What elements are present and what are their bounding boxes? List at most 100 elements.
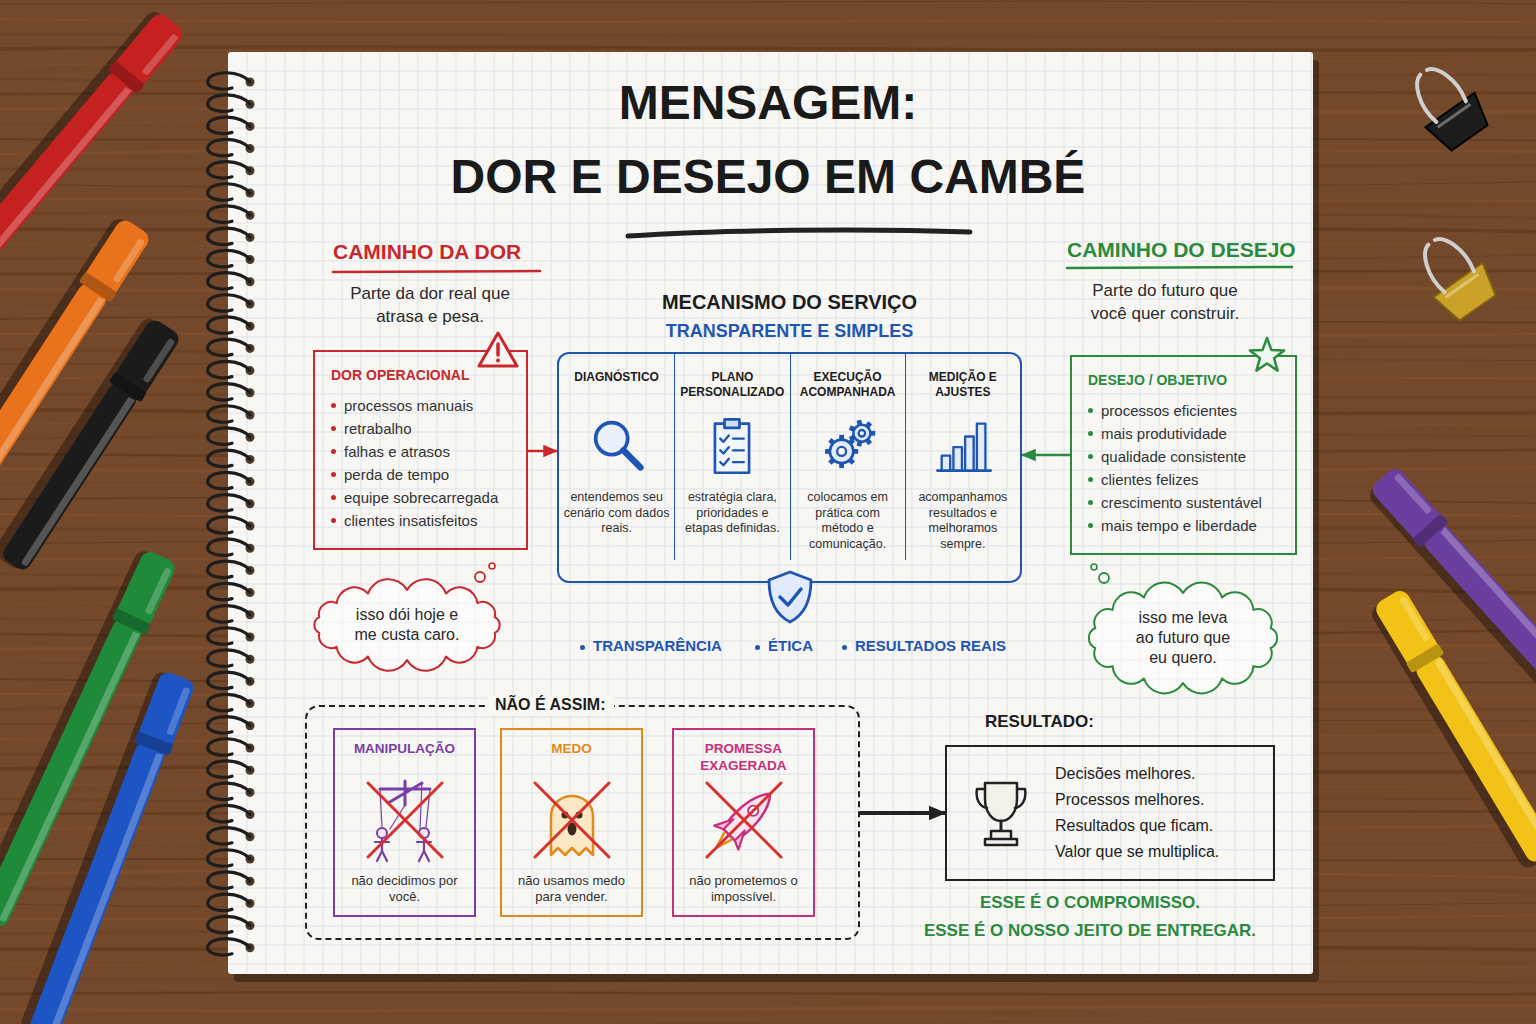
step-description: entendemos seu cenário com dados reais. [562, 490, 671, 537]
wood-grain [0, 19, 1536, 22]
label-wrap: CAMINHO DO DESEJO [1067, 236, 1296, 263]
icon-slot [794, 404, 902, 486]
spiral-binding [208, 273, 250, 289]
icon-slot [688, 774, 799, 866]
box-heading: DESEJO / OBJETIVO [1088, 371, 1281, 389]
warning-icon [476, 330, 520, 370]
heading-label: TRANSPARÊNCIA [593, 637, 722, 654]
trophy-icon [985, 783, 1017, 821]
bullet-dot [331, 495, 336, 500]
grid-lines [229, 698, 1312, 699]
warning-icon [496, 344, 500, 355]
icon-slot [349, 774, 460, 866]
bullet-dot [1088, 454, 1093, 459]
result-heading: RESULTADO: [985, 711, 1094, 733]
label-wrap: ÉTICA [755, 636, 813, 656]
trophy-icon [969, 775, 1033, 851]
spiral-binding [208, 228, 250, 244]
list-row: clientes felizes [1088, 468, 1281, 491]
section-subtitle: TRANSPARENTE E SIMPLES [559, 320, 1020, 342]
section-title: MECANISMO DO SERVIÇO [559, 290, 1020, 314]
label-wrap: CAMINHO DA DOR [333, 238, 521, 265]
grid-lines [1311, 53, 1312, 973]
step-title: MEDIÇÃO E AJUSTES [909, 370, 1017, 400]
icon-slot [562, 404, 671, 486]
bullet-dot [331, 449, 336, 454]
grid-lines [323, 53, 324, 973]
bullet-dot [842, 645, 847, 650]
result-line: Valor que se multiplica. [1055, 839, 1257, 865]
heading-label: ÉTICA [768, 637, 813, 654]
list-item: crescimento sustentável [1101, 491, 1262, 514]
marker-pen [109, 372, 147, 403]
grid-lines [1140, 53, 1141, 973]
label-wrap: ESSE É O NOSSO JEITO DE ENTREGAR. [905, 920, 1275, 942]
list-item: mais produtividade [1101, 422, 1227, 445]
thought-bubble [475, 572, 485, 582]
step-title: EXECUÇÃO ACOMPANHADA [794, 370, 902, 400]
spiral-binding [208, 783, 250, 799]
bars-icon [931, 413, 995, 477]
wood-grain [0, 1020, 1536, 1024]
grid-lines [229, 565, 1312, 566]
spiral-binding [208, 406, 250, 422]
bullet-dot [755, 645, 760, 650]
heading-label: RESULTADOS REAIS [855, 637, 1006, 654]
spiral-binding [208, 539, 250, 555]
grid-lines [1178, 53, 1179, 973]
binder-clip [1399, 55, 1494, 155]
heading-label: ESSE É O NOSSO JEITO DE ENTREGAR. [924, 921, 1256, 940]
marker-pen [144, 567, 171, 615]
spiral-binding [208, 73, 250, 89]
goal-box: DESEJO / OBJETIVO processos eficientesmai… [1070, 355, 1297, 555]
puppet-icon [360, 775, 450, 865]
gears-icon [837, 447, 846, 456]
spiral-binding [208, 583, 250, 599]
marker-pen [1433, 657, 1536, 849]
list-row: processos manuais [331, 394, 512, 417]
warning-icon [479, 333, 517, 366]
heading-label: CAMINHO DO DESEJO [1067, 238, 1296, 261]
marker-pen [112, 608, 152, 635]
trophy-icon [977, 789, 1026, 808]
bullet-dot [1088, 408, 1093, 413]
spiral-binding [208, 606, 250, 622]
bullet-dot [1088, 500, 1093, 505]
bullet-dot [331, 403, 336, 408]
rocket-icon [704, 782, 782, 860]
list-row: crescimento sustentável [1088, 491, 1281, 514]
marker-pen [19, 668, 197, 1024]
marker-pen [1394, 473, 1433, 515]
cloud-outline [1089, 583, 1277, 694]
grid-lines [266, 53, 267, 973]
list-item: processos eficientes [1101, 399, 1237, 422]
heading-label: ESSE É O COMPROMISSO. [980, 893, 1200, 912]
bullet-dot [580, 645, 585, 650]
binder-clip [1433, 263, 1502, 325]
spiral-binding [208, 850, 250, 866]
result-box: RESULTADO:Decisões melhores.Processos me… [945, 745, 1275, 881]
step-description: acompanhamos resultados e melhoramos sem… [909, 490, 1017, 552]
step-column: DIAGNÓSTICOentendemos seu cenário com da… [559, 354, 674, 560]
grid-lines [229, 280, 1312, 281]
note-label: Parte da dor real que atrasa e pesa. [350, 284, 510, 326]
marker-pen [112, 238, 145, 284]
item-heading: PROMESSA EXAGERADA [688, 740, 799, 774]
list-row: qualidade consistente [1088, 445, 1281, 468]
list-row: falhas e atrasos [331, 440, 512, 463]
spiral-binding [208, 717, 250, 733]
spiral-binding [208, 295, 250, 311]
ghost-icon [527, 775, 617, 865]
gears-icon [829, 440, 852, 463]
clipboard-icon [725, 419, 740, 428]
clipboard-icon [721, 435, 730, 441]
list-row: clientes insatisfeitos [331, 509, 512, 532]
cross-out [707, 783, 781, 857]
bullet-dot [331, 472, 336, 477]
spiral-binding [208, 117, 250, 133]
list-item: clientes felizes [1101, 468, 1199, 491]
label-wrap: TRANSPARÊNCIA [580, 636, 722, 656]
spiral-binding [208, 162, 250, 178]
rejected-item: MEDOnão usamos medo para vender. [500, 728, 643, 917]
gears-icon [816, 413, 880, 477]
